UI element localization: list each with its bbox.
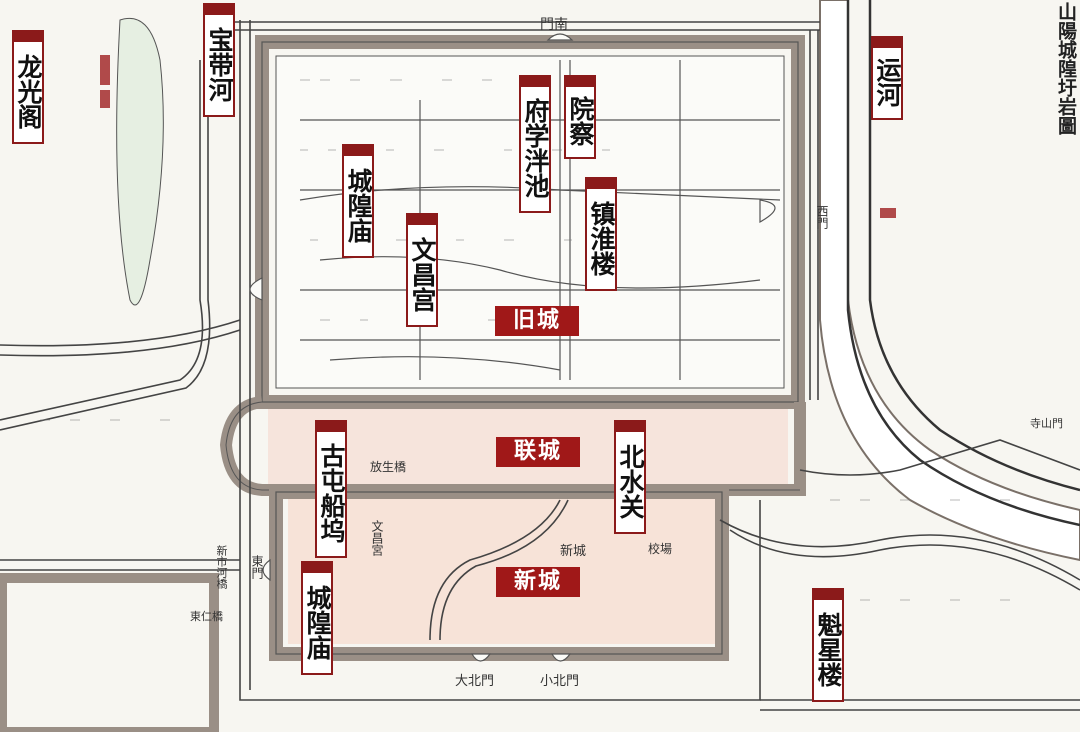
dongren-bridge-text: 東仁橋 [190,610,223,623]
label-xincheng[interactable]: 新城 [496,567,580,597]
north-gate-big-text: 大北門 [455,674,495,689]
label-longguangge[interactable]: 龙光阁 [12,30,44,144]
wenchang-small-text: 文昌宮 [370,520,384,556]
map-title: 山陽城隍圩岩圖 [1055,2,1077,135]
xinshi-bridge-text: 新市河橋 [215,545,228,589]
label-baodaihe[interactable]: 宝带河 [203,3,235,117]
canal-east-bank [868,0,1080,492]
canal-west-bank [846,0,1080,527]
gates [249,33,776,662]
label-yunhe[interactable]: 运河 [871,36,903,120]
western-hill [116,18,164,306]
fangsheng-bridge-text: 放生橋 [370,460,407,474]
moats [0,20,1080,711]
label-jiucheng[interactable]: 旧城 [495,306,579,336]
pagoda-icon [100,55,896,218]
label-liancheng[interactable]: 联城 [496,437,580,467]
caochang-text: 校場 [648,542,673,556]
north-gate-small-text: 小北門 [540,674,580,689]
label-zhenhuailou[interactable]: 镇淮楼 [585,177,617,291]
label-chenghuangmiao-new[interactable]: 城隍庙 [301,561,333,675]
south-gate-text: 門南 [540,17,568,33]
east-gate-text: 東門 [250,555,264,579]
sw-enclosure [0,573,219,732]
xincheng-text: 新城 [560,544,587,559]
west-gate-text: 西門 [815,205,829,229]
shanmen-text: 寺山門 [1030,417,1063,430]
label-fuxue[interactable]: 府学泮池 [519,75,551,213]
label-beishuiguan[interactable]: 北水关 [614,420,646,534]
label-gutunchuanwu[interactable]: 古屯船坞 [315,420,347,558]
label-kuixinglou[interactable]: 魁星楼 [812,588,844,702]
label-chenghuangmiao-old[interactable]: 城隍庙 [342,144,374,258]
label-yuancha[interactable]: 院察 [564,75,596,159]
label-wenchanggong[interactable]: 文昌宫 [406,213,438,327]
